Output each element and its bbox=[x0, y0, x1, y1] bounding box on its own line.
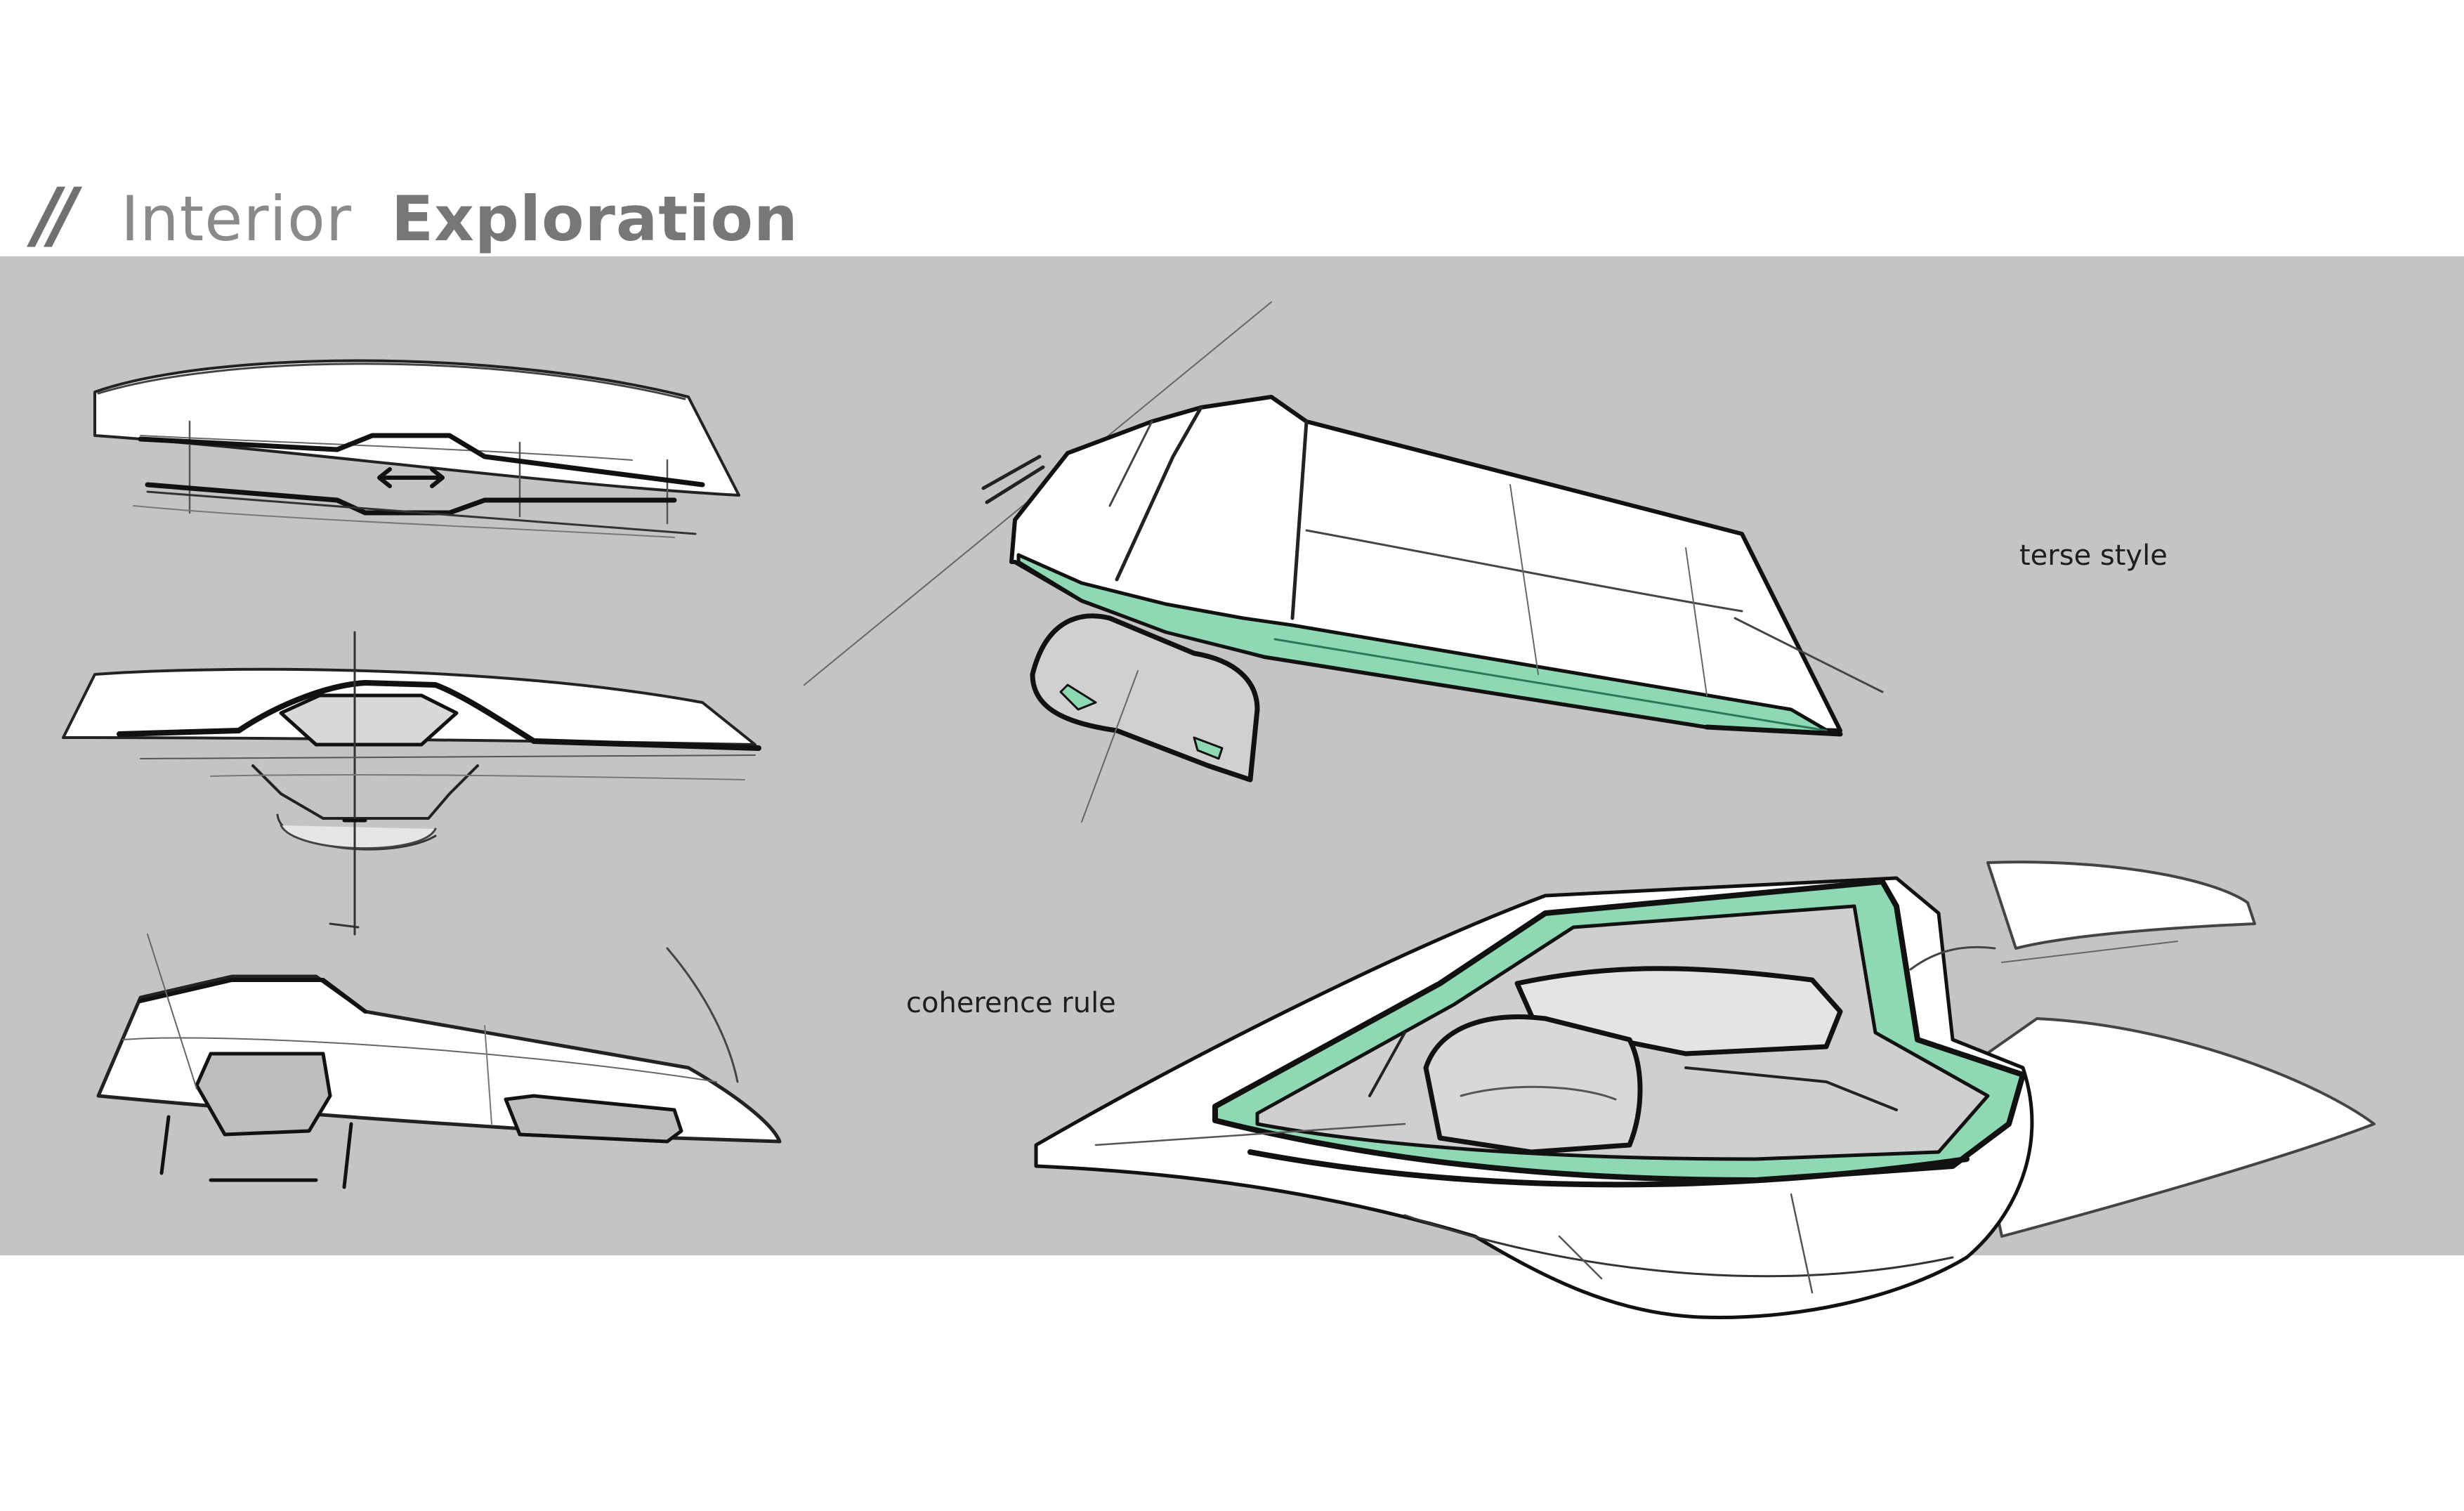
dashboard-front-view bbox=[62, 631, 761, 936]
title-bar: // Interior Exploration bbox=[34, 172, 799, 258]
dashboard-top-view bbox=[93, 359, 740, 538]
dashboard-perspective-terse bbox=[804, 301, 1884, 823]
dashboard-side-view bbox=[96, 934, 782, 1189]
annotation-coherence-rule: coherence rule bbox=[906, 987, 1116, 1019]
cockpit-perspective-coherence bbox=[1034, 861, 2375, 1319]
title-exploration: Exploration bbox=[391, 183, 799, 255]
annotation-terse-style: terse style bbox=[2019, 539, 2168, 572]
title-interior: Interior bbox=[120, 183, 352, 255]
